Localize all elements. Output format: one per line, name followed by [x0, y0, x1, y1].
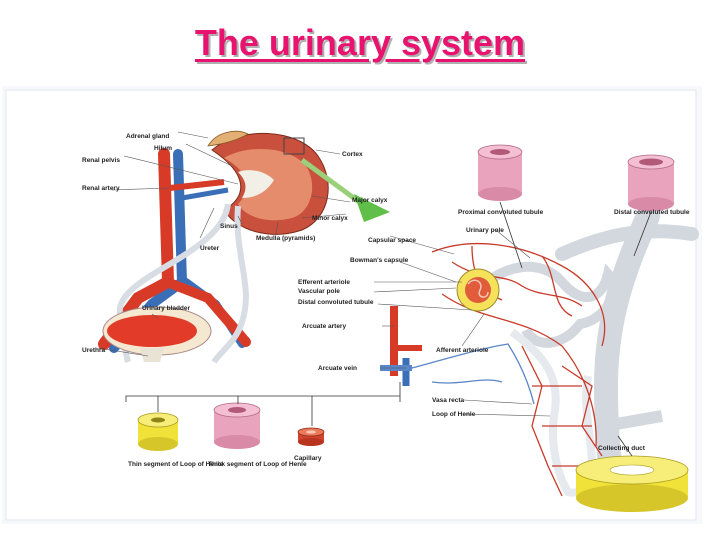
- label-major-calyx: Major calyx: [352, 197, 388, 204]
- urinary-system-diagram: Adrenal gland Hilum Renal pelvis Renal a…: [5, 89, 699, 521]
- renal-vein-vessel: [181, 187, 229, 201]
- iliac-artery: [167, 279, 251, 347]
- duct-branch: [614, 410, 664, 430]
- kidney: [211, 133, 329, 235]
- label-distal-tubule-2: Distal convoluted tubule: [298, 299, 374, 306]
- label-urethra: Urethra: [82, 347, 106, 354]
- label-arcuate-vein: Arcuate vein: [318, 365, 357, 372]
- collecting-duct-shape: [593, 204, 660, 498]
- urethra-shape: [140, 348, 164, 362]
- label-bowmans-capsule: Bowman's capsule: [350, 257, 409, 264]
- label-adrenal-gland: Adrenal gland: [126, 133, 169, 140]
- label-ureter: Ureter: [200, 245, 220, 252]
- label-collecting-duct: Collecting duct: [598, 445, 646, 452]
- urinary-system-figure: Adrenal gland Hilum Renal pelvis Renal a…: [2, 86, 702, 524]
- label-loop-of-henle: Loop of Henle: [432, 411, 476, 418]
- label-minor-calyx: Minor calyx: [312, 215, 348, 222]
- slide-title: The urinary system: [194, 22, 526, 63]
- glomerulus: [456, 268, 500, 312]
- venous-network: [411, 343, 535, 405]
- thin-segment-section: [137, 412, 179, 451]
- label-capillary: Capillary: [294, 455, 322, 462]
- proximal-tubule-section: [477, 144, 523, 201]
- magnify-arrow-head: [354, 194, 390, 222]
- label-thin-segment: Thin segment of Loop of Henle: [128, 461, 224, 468]
- label-cortex: Cortex: [342, 151, 363, 158]
- ureter-right: [211, 205, 249, 364]
- renal-artery-vessel: [169, 179, 225, 191]
- tubule-path: [468, 261, 619, 348]
- connecting-tubule: [555, 224, 699, 261]
- label-distal-tubule: Distal convoluted tubule: [614, 209, 690, 216]
- collecting-duct-section: [575, 455, 689, 512]
- label-hilum: Hilum: [154, 145, 172, 152]
- label-medulla: Medulla (pyramids): [256, 235, 315, 242]
- section-brackets: [125, 201, 652, 457]
- label-afferent-arteriole: Afferent arteriole: [436, 347, 489, 354]
- label-thick-segment: Thick segment of Loop of Henle: [208, 461, 307, 468]
- label-renal-artery: Renal artery: [82, 185, 120, 192]
- label-vasa-recta: Vasa recta: [432, 397, 465, 404]
- label-urinary-pole: Urinary pole: [466, 227, 504, 234]
- magnify-arrow-shaft: [300, 157, 364, 207]
- capillary-network: [431, 242, 606, 497]
- label-sinus: Sinus: [220, 223, 238, 230]
- label-urinary-bladder: Urinary bladder: [142, 305, 191, 312]
- loop-of-henle-shape: [509, 328, 597, 497]
- label-vascular-pole: Vascular pole: [298, 288, 340, 295]
- label-proximal-tubule: Proximal convoluted tubule: [458, 209, 544, 216]
- distal-tubule-section: [627, 154, 675, 211]
- magnified-region-box: [283, 137, 305, 155]
- adrenal-gland: [207, 130, 249, 147]
- capillary-section: [297, 427, 325, 446]
- leader-lines: [97, 131, 551, 417]
- urinary-bladder: [102, 306, 212, 362]
- label-capsular-space: Capsular space: [368, 237, 416, 244]
- label-efferent-arteriole: Efferent arteriole: [298, 279, 350, 286]
- thick-segment-section: [213, 402, 261, 449]
- label-renal-pelvis: Renal pelvis: [82, 157, 120, 164]
- label-arcuate-artery: Arcuate artery: [302, 323, 346, 330]
